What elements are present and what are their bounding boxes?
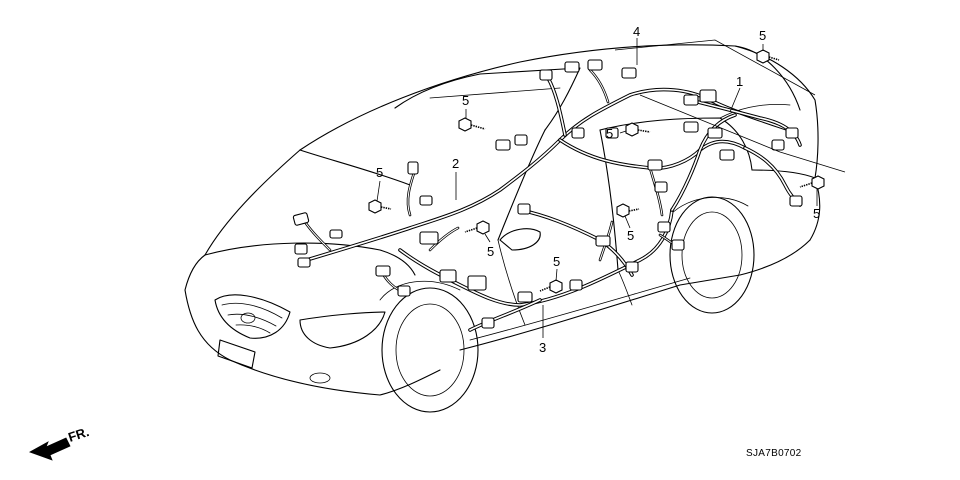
callout-2: 2 [452,156,459,171]
callout-5: 5 [606,126,613,141]
leader-lines [376,38,846,338]
bolt-icon [464,220,490,235]
callout-5: 5 [813,206,820,221]
callout-5: 5 [627,228,634,243]
callout-4: 4 [633,24,640,39]
diagram-code: SJA7B0702 [746,448,802,459]
car-body-outline [184,44,821,413]
bolt-icon [616,203,640,218]
callout-labels: 1 2 3 4 5 5 5 5 5 5 5 5 [376,24,820,355]
callout-5: 5 [553,254,560,269]
bolts [368,49,825,294]
callout-5: 5 [759,28,766,43]
bolt-icon [458,117,486,132]
connectors [292,59,803,329]
arrow-left-icon [29,437,71,461]
front-direction-indicator: FR. [29,424,91,461]
callout-1: 1 [736,74,743,89]
bolt-icon [368,199,392,214]
callout-5: 5 [462,93,469,108]
bolt-icon [539,279,563,294]
bolt-icon [625,122,651,137]
bolt-icon [756,49,780,64]
callout-5: 5 [487,244,494,259]
front-label: FR. [66,424,91,445]
bolt-icon [799,175,825,190]
callout-5: 5 [376,165,383,180]
callout-3: 3 [539,340,546,355]
wire-harness-routes [298,68,802,332]
